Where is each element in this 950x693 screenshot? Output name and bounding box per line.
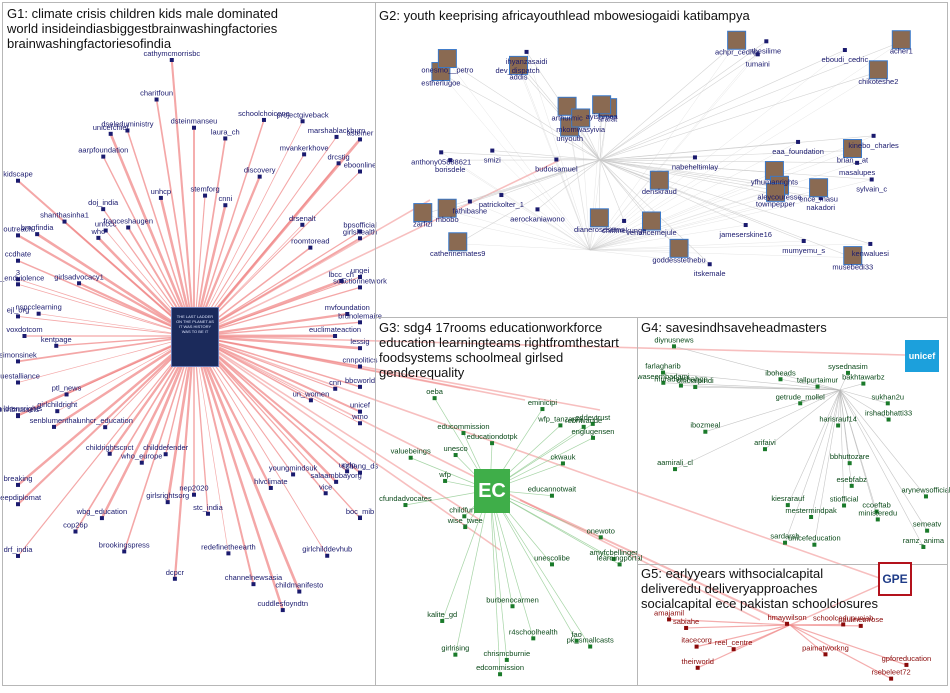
educommission-logo[interactable]: EC — [474, 469, 510, 513]
group-panel-g4 — [637, 317, 948, 565]
unicef-logo[interactable]: unicef — [905, 340, 939, 372]
educommission-logo-text: EC — [478, 480, 506, 502]
gpe-logo[interactable]: GPE — [878, 562, 912, 596]
group-title-g1: G1: climate crisis children kids male do… — [7, 6, 307, 51]
group-title-g4: G4: savesindhsaveheadmasters — [641, 320, 941, 335]
hub-caption: THE LAST LADDER ON THE PLANET AS IT WAS … — [176, 314, 214, 334]
group-title-g3: G3: sdg4 17rooms educationworkforce educ… — [379, 320, 641, 380]
group-panel-g2 — [375, 2, 948, 318]
hub-node-redefinetheearth[interactable]: THE LAST LADDER ON THE PLANET AS IT WAS … — [171, 307, 219, 367]
gpe-logo-text: GPE — [882, 572, 907, 586]
unicef-logo-text: unicef — [909, 351, 936, 361]
group-title-g5: G5: earlyyears withsocialcapital deliver… — [641, 566, 881, 611]
group-title-g2: G2: youth keeprising africayouthlead mbo… — [379, 8, 859, 23]
